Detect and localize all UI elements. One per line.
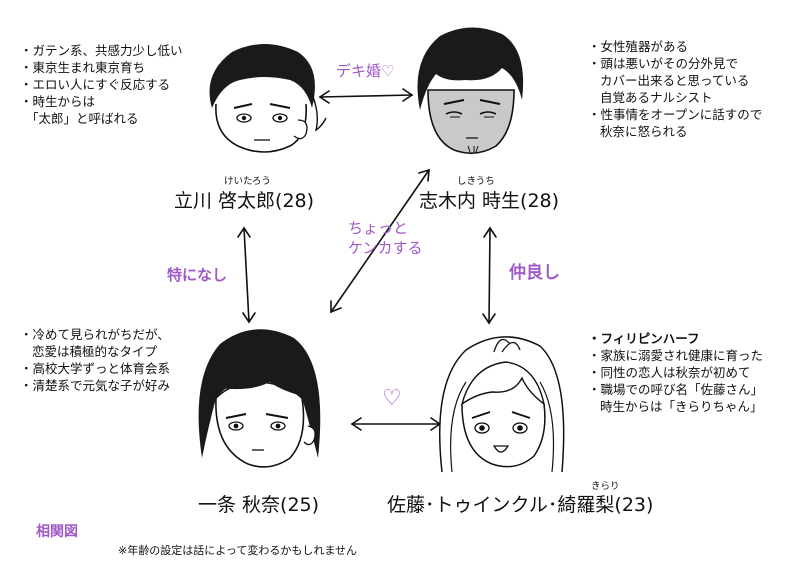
arrow-top [319,94,413,98]
relation-label-diagonal-line: ちょっと [348,219,409,237]
sato-notes: ・フィリピンハーフ ・家族に溺愛され健康に育った ・同性の恋人は秋奈が初めて ・… [588,330,763,415]
ichijo-notes: ・冷めて見られがちだが、 恋愛は積極的なタイプ ・高校大学ずっと体育会系 ・清楚… [20,326,170,394]
note-line: ・同性の恋人は秋奈が初めて [588,365,751,380]
note-line: 自覚あるナルシスト [600,90,713,105]
footer-note: ※年齢の設定は話によって変わるかもしれません [118,544,358,557]
note-line: 時生からは「きらりちゃん」 [600,399,763,414]
relation-label-diagonal: ちょっと ケンカする [348,218,423,258]
note-line: ・女性殖器がある [588,39,689,54]
tachikawa-portrait [209,44,327,153]
note-line: 秋奈に怒られる [600,124,688,139]
note-line: ・フィリピンハーフ [588,331,700,346]
arrow-left [243,227,250,323]
note-line: ・清楚系で元気な子が好み [20,378,171,393]
sato-ruby: きらり [591,481,620,492]
note-line: ・時生からは [20,94,96,109]
tachikawa-notes: ・ガテン系、共感力少し低い ・東京生まれ東京育ち ・エロい人にすぐ反応する ・時… [20,42,183,127]
shikiuchi-notes: ・女性殖器がある ・頭は悪いがその分外見で カバー出来ると思っている 自覚あるナ… [588,38,762,140]
note-line: ・性事情をオープンに話すので [588,107,763,122]
note-line: 恋愛は積極的なタイプ [32,344,158,359]
shikiuchi-name: 志木内 時生(28) [419,190,560,212]
tachikawa-ruby: けいたろう [224,176,271,187]
note-line: 「太郎」と呼ばれる [26,111,139,126]
shikiuchi-portrait [417,27,524,154]
note-line: ・東京生まれ東京育ち [20,60,146,75]
relation-label-top: デキ婚♡ [336,62,395,80]
relation-label-diagonal-line: ケンカする [348,239,423,257]
note-line: ・エロい人にすぐ反応する [20,77,171,92]
tachikawa-name: 立川 啓太郎(28) [174,190,315,212]
note-line: ・家族に溺愛され健康に育った [588,348,764,363]
shikiuchi-ruby: しきうち [457,176,495,187]
note-line: ・ガテン系、共感力少し低い [20,43,183,58]
relation-label-right: 仲良し [509,263,560,283]
note-line: ・高校大学ずっと体育会系 [20,361,171,376]
arrow-right [488,227,491,324]
note-line: カバー出来ると思っている [600,73,750,88]
relation-label-left: 特になし [167,266,228,284]
relation-label-bottom: ♡ [382,386,402,411]
ichijo-portrait [198,329,321,468]
ichijo-name: 一条 秋奈(25) [198,494,320,516]
note-line: ・頭は悪いがその分外見で [588,56,739,71]
sato-portrait [439,336,565,473]
note-line: ・職場での呼び名「佐藤さん」 [588,382,764,397]
note-line: ・冷めて見られがちだが、 [20,327,170,342]
arrow-diagonal [330,169,430,313]
sato-name: 佐藤･トゥインクル･綺羅梨(23) [387,494,654,516]
diagram-title: 相関図 [36,524,78,540]
